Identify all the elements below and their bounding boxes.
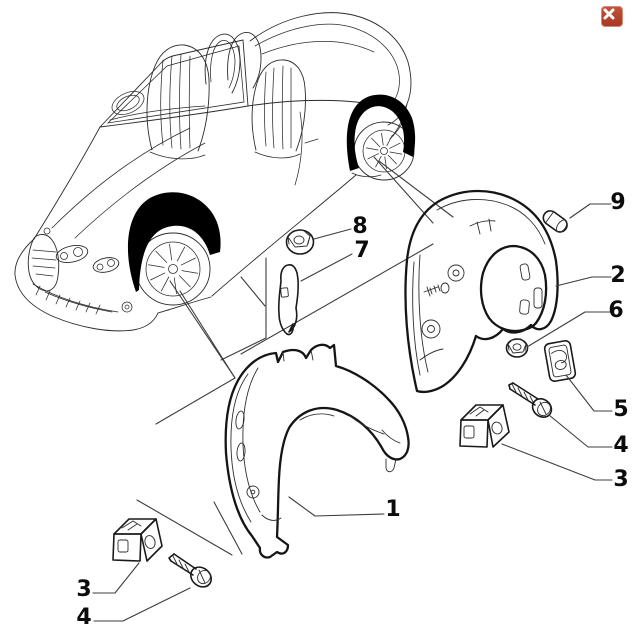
grille-shield xyxy=(27,227,60,292)
callout-4[interactable]: 4 xyxy=(613,433,629,458)
part-3-cage-nut-front xyxy=(112,518,163,562)
callout-8[interactable]: 8 xyxy=(352,214,368,239)
part-8-flanged-nut xyxy=(285,229,315,255)
callout-3[interactable]: 3 xyxy=(613,467,629,492)
part-9-rivet xyxy=(542,210,568,233)
callout-leaders xyxy=(92,203,613,622)
rear-arch-highlight xyxy=(346,94,416,171)
part-2-rear-wheel-arch-liner xyxy=(404,189,559,394)
callout-6[interactable]: 6 xyxy=(608,298,624,323)
headlights xyxy=(55,245,120,273)
close-button[interactable] xyxy=(601,6,623,27)
part-4-screw-rear xyxy=(508,382,553,418)
callout-9[interactable]: 9 xyxy=(610,190,626,215)
callout-2[interactable]: 2 xyxy=(610,263,626,288)
part-3-cage-nut-rear xyxy=(459,404,510,448)
callout-4[interactable]: 4 xyxy=(76,605,92,630)
part-7-splash-shield xyxy=(277,263,299,336)
part-4-screw-front xyxy=(168,553,213,588)
callout-5[interactable]: 5 xyxy=(613,397,629,422)
bumper-intakes xyxy=(32,283,133,315)
car-illustration xyxy=(14,12,416,332)
seats xyxy=(146,44,306,160)
close-icon xyxy=(603,8,615,20)
pointer-lines xyxy=(136,156,454,556)
part-1-front-wheel-arch-liner xyxy=(224,343,410,559)
callout-1[interactable]: 1 xyxy=(385,497,401,522)
front-arch-highlight xyxy=(127,192,221,292)
callout-3[interactable]: 3 xyxy=(76,577,92,602)
roll-hoops xyxy=(204,32,262,94)
part-6-flanged-nut xyxy=(505,338,529,358)
part-5-spring-nut-plate xyxy=(543,340,577,382)
front-wheel xyxy=(135,232,211,306)
callout-7[interactable]: 7 xyxy=(354,238,370,263)
